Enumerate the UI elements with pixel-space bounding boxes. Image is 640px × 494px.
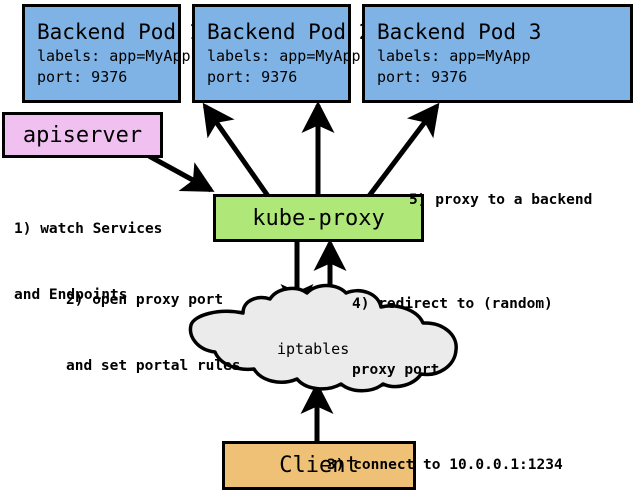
backend-pod-3: Backend Pod 3 labels: app=MyApp port: 93…: [362, 4, 633, 103]
apiserver-node: apiserver: [2, 112, 163, 158]
step-1-annotation: 1) watch Services and Endpoints: [14, 174, 162, 350]
iptables-cloud: [188, 283, 458, 393]
step-4-line-1: 4) redirect to (random): [352, 296, 553, 312]
step-3-line-1: 3) connect to 10.0.0.1:1234: [327, 457, 563, 473]
pod-3-title: Backend Pod 3: [377, 19, 542, 44]
step-4-annotation: 4) redirect to (random) proxy port: [352, 249, 553, 425]
kube-proxy-label: kube-proxy: [252, 205, 385, 231]
step-2-annotation: 2) open proxy port and set portal rules: [66, 245, 241, 421]
step-2-line-2: and set portal rules: [66, 358, 241, 374]
step-4-line-2: proxy port: [352, 362, 440, 378]
step-2-line-1: 2) open proxy port: [66, 292, 224, 308]
pod-1-title: Backend Pod 1: [37, 19, 202, 44]
backend-pod-1: Backend Pod 1 labels: app=MyApp port: 93…: [22, 4, 202, 103]
client-label: Client: [279, 453, 359, 478]
client-node: Client: [222, 441, 416, 490]
pod-3-labels: labels: app=MyApp: [377, 46, 531, 65]
pod-1-port: port: 9376: [37, 67, 128, 86]
arrow-kubeproxy-to-pod1: [202, 102, 271, 198]
iptables-label: iptables: [277, 340, 350, 358]
arrow-kubeproxy-to-pod3: [367, 102, 440, 198]
step-1-line-2: and Endpoints: [14, 287, 128, 303]
kube-proxy-node: kube-proxy: [213, 194, 424, 242]
step-5-line-1: 5) proxy to a backend: [409, 192, 593, 208]
pod-2-port: port: 9376: [207, 67, 298, 86]
backend-pod-2: Backend Pod 2 labels: app=MyApp port: 93…: [192, 4, 372, 103]
pod-2-title: Backend Pod 2: [207, 19, 372, 44]
pod-2-labels: labels: app=MyApp: [207, 46, 361, 65]
pod-1-labels: labels: app=MyApp: [37, 46, 191, 65]
step-3-annotation: 3) connect to 10.0.0.1:1234: [327, 410, 563, 494]
pod-3-port: port: 9376: [377, 67, 468, 86]
arrow-apiserver-to-kubeproxy: [147, 153, 215, 193]
step-5-annotation: 5) proxy to a backend: [409, 145, 592, 255]
step-1-line-1: 1) watch Services: [14, 221, 163, 237]
apiserver-label: apiserver: [22, 122, 143, 148]
